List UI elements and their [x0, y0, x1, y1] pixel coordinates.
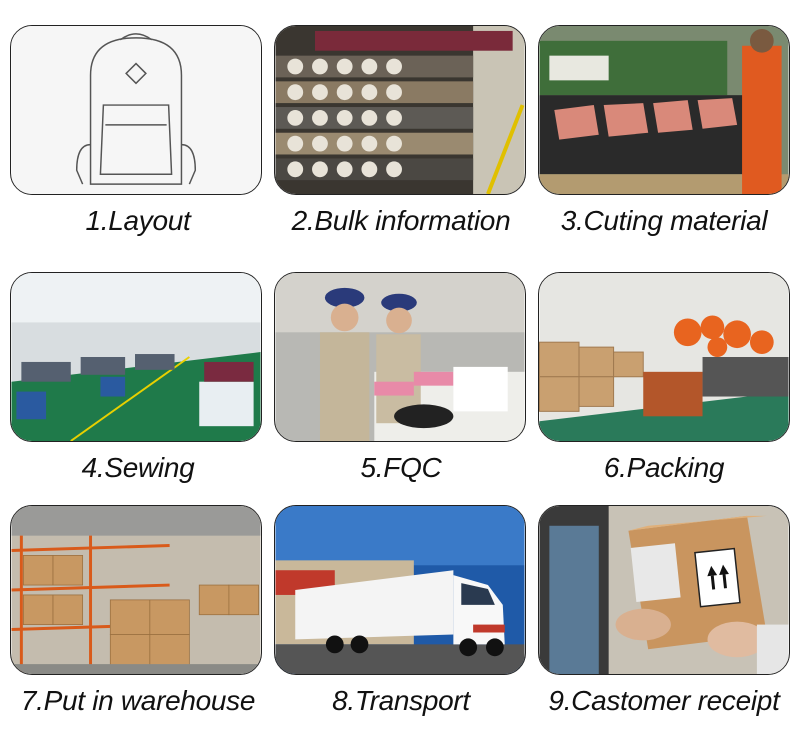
- step-2-label: 2.Bulk information: [291, 205, 511, 236]
- backpack-sketch-icon: [11, 26, 261, 194]
- fabric-rolls-icon: [275, 26, 525, 194]
- warehouse-shelves-icon: [11, 506, 261, 674]
- step-4-label: 4.Sewing: [81, 452, 195, 483]
- sewing-floor-icon: [11, 273, 261, 441]
- step-3-label: 3.Cuting material: [560, 205, 768, 236]
- step-7-label: 7.Put in warehouse: [20, 685, 256, 716]
- quality-check-icon: [275, 273, 525, 441]
- step-1-image: [10, 25, 262, 195]
- step-4-image: [10, 272, 262, 442]
- cutting-machine-icon: [539, 26, 789, 194]
- truck-icon: [275, 506, 525, 674]
- step-8-label: 8.Transport: [332, 685, 470, 716]
- step-5-label: 5.FQC: [360, 452, 442, 483]
- packing-boxes-icon: [539, 273, 789, 441]
- step-8-image: [274, 505, 526, 675]
- step-6-image: [538, 272, 790, 442]
- step-7-image: [10, 505, 262, 675]
- step-9-image: [538, 505, 790, 675]
- step-9-label: 9.Castomer receipt: [548, 685, 780, 716]
- step-6-label: 6.Packing: [603, 452, 725, 483]
- step-3-image: [538, 25, 790, 195]
- box-handover-icon: [539, 506, 789, 674]
- step-1-label: 1.Layout: [85, 205, 191, 236]
- step-5-image: [274, 272, 526, 442]
- step-2-image: [274, 25, 526, 195]
